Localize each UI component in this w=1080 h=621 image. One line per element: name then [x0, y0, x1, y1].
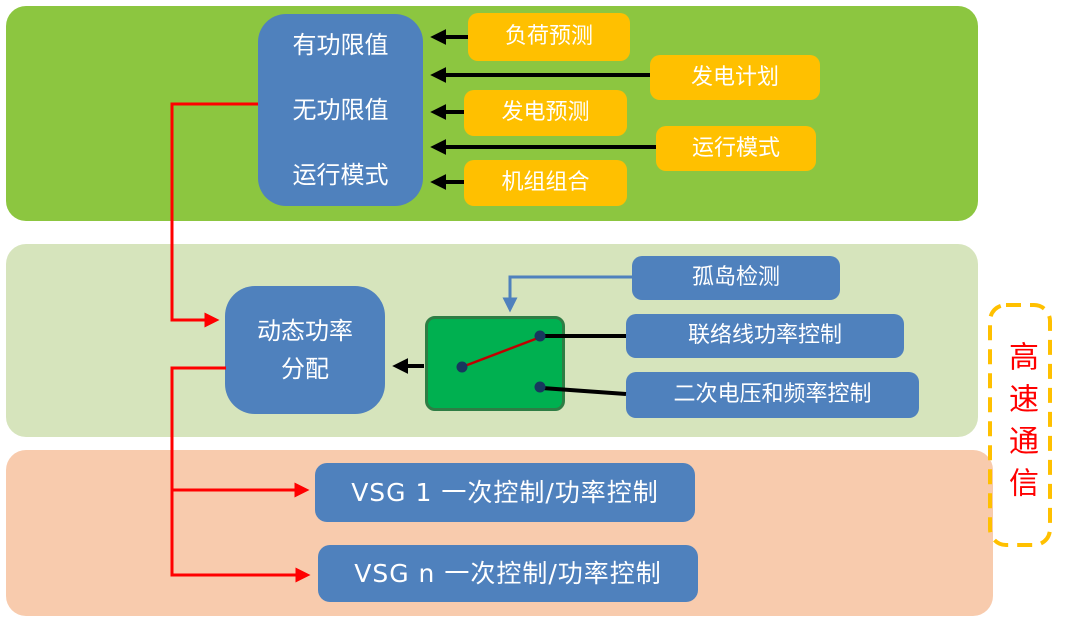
operation-mode-limit-label: 运行模式: [292, 161, 389, 189]
dynamic-power-allocation-line2: 分配: [281, 355, 329, 383]
vsg-n-control-box: VSG n 一次控制/功率控制: [318, 545, 698, 602]
load-forecast-box: 负荷预测: [468, 13, 630, 61]
high-speed-communication-label: 高速通信: [1003, 341, 1038, 509]
vsg-1-control-box: VSG 1 一次控制/功率控制: [315, 463, 695, 522]
generation-plan-box: 发电计划: [650, 55, 820, 100]
secondary-voltage-frequency-control-box: 二次电压和频率控制: [626, 372, 919, 418]
tie-line-power-control-box: 联络线功率控制: [626, 314, 904, 358]
generation-forecast-box: 发电预测: [464, 90, 627, 136]
limits-box: 有功限值 无功限值 运行模式: [258, 14, 423, 206]
reactive-power-limit-label: 无功限值: [292, 96, 389, 124]
island-detection-box: 孤岛检测: [632, 256, 840, 300]
active-power-limit-label: 有功限值: [292, 31, 389, 59]
dynamic-power-allocation-line1: 动态功率: [257, 317, 353, 345]
operation-mode-box: 运行模式: [656, 126, 816, 171]
unit-commitment-box: 机组组合: [464, 160, 627, 206]
dynamic-power-allocation-box: 动态功率 分配: [225, 286, 385, 414]
mode-switch-box: [425, 316, 565, 411]
